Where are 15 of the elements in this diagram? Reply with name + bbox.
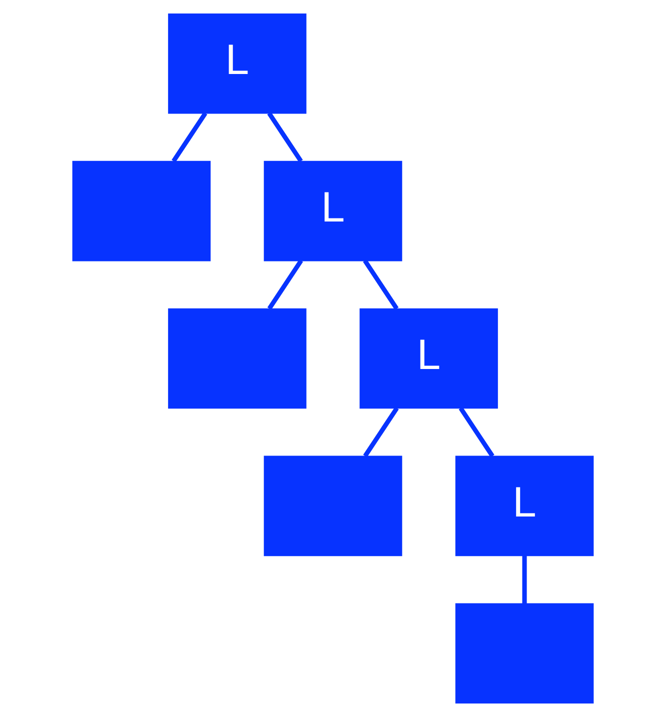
node-box	[264, 456, 402, 556]
connector	[522, 556, 527, 604]
node-box	[455, 603, 594, 704]
connector	[363, 406, 399, 458]
connector	[267, 259, 303, 310]
node-box	[72, 160, 211, 262]
node-box	[168, 308, 306, 409]
node-box: L	[264, 160, 402, 262]
connector	[363, 259, 399, 310]
connector	[267, 112, 303, 162]
connector	[458, 406, 494, 458]
connector	[172, 112, 208, 162]
node-box: L	[360, 308, 498, 409]
node-box: L	[168, 13, 306, 114]
node-box: L	[455, 456, 594, 556]
